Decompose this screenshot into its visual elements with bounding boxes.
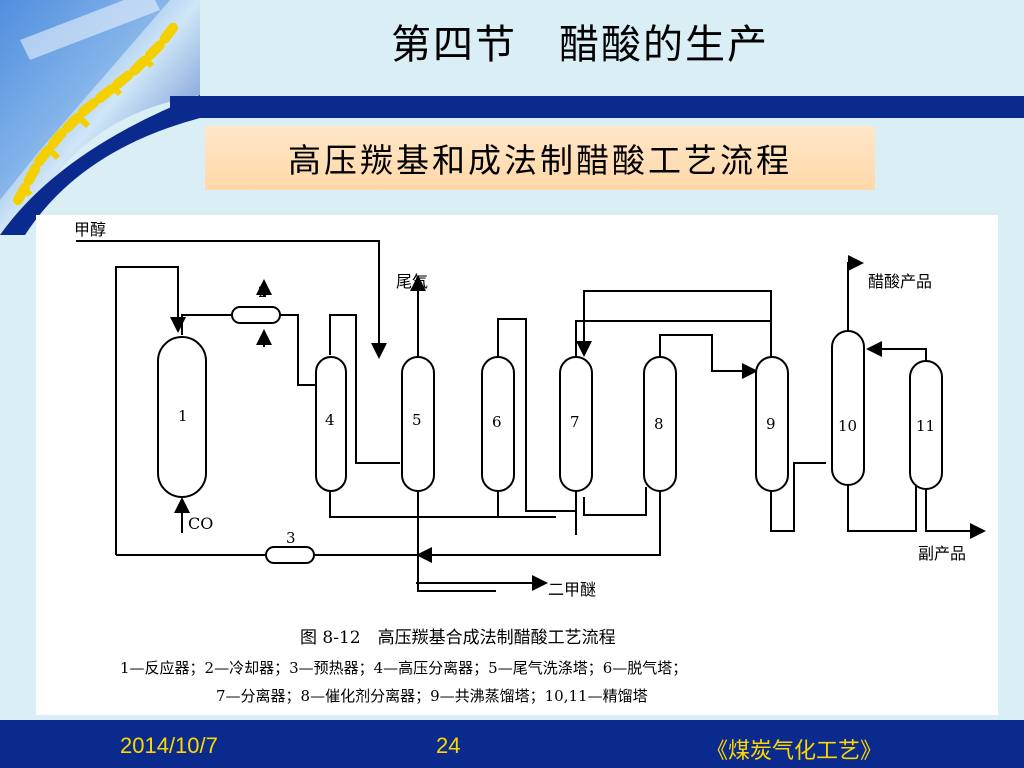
methanol-label: 甲醇: [74, 220, 106, 239]
school-logo: [13, 20, 180, 205]
dme-label: 二甲醚: [548, 580, 596, 599]
unit-label-5: 5: [412, 411, 422, 429]
reactor-1: [157, 336, 207, 498]
unit-label-4: 4: [325, 411, 335, 429]
legend-line-2: 7—分离器；8—催化剂分离器；9—共沸蒸馏塔；10,11—精馏塔: [216, 687, 648, 705]
degasser-6: [481, 356, 515, 492]
unit-label-1: 1: [178, 407, 188, 425]
azeotropic-column-9: [755, 356, 789, 492]
rectifier-11: [909, 360, 943, 490]
unit-label-7: 7: [570, 413, 580, 431]
rectifier-10: [831, 330, 865, 486]
diagram-title: 高压羰基和成法制醋酸工艺流程: [205, 126, 875, 190]
unit-label-10: 10: [838, 417, 857, 435]
unit-label-11: 11: [916, 417, 935, 435]
course-name: 《煤炭气化工艺》: [706, 739, 883, 764]
page-number: 24: [436, 733, 461, 758]
footer-date: 2014/10/7: [120, 733, 218, 758]
acetic-acid-product-label: 醋酸产品: [868, 272, 932, 291]
catalyst-separator-8: [643, 356, 677, 492]
unit-label-9: 9: [766, 415, 776, 433]
legend-line-1: 1—反应器；2—冷却器；3—预热器；4—高压分离器；5—尾气洗涤塔；6—脱气塔；: [120, 659, 687, 677]
unit-label-3: 3: [286, 529, 296, 547]
separator-7: [559, 356, 593, 492]
corner-decoration: [0, 0, 200, 235]
figure-caption: 图 8-12 高压羰基合成法制醋酸工艺流程: [300, 628, 616, 648]
page-title: 第四节 醋酸的生产: [391, 22, 769, 68]
separator-4: [315, 356, 347, 492]
title-bar: [170, 96, 1024, 118]
process-flow-diagram: 1 2 3 4 5 6 7 8 9 10 11 甲醇 尾气 醋酸产品 CO 二甲…: [36, 215, 998, 715]
co-label: CO: [188, 514, 213, 533]
footer-bar: [0, 720, 1024, 768]
unit-label-6: 6: [492, 413, 502, 431]
unit-label-8: 8: [654, 415, 664, 433]
preheater-3: [265, 546, 315, 564]
scrubber-5: [401, 356, 435, 492]
cooler-2: [231, 306, 281, 324]
unit-label-2: 2: [258, 283, 268, 301]
tail-gas-label: 尾气: [396, 272, 428, 291]
byproduct-label: 副产品: [918, 544, 966, 563]
